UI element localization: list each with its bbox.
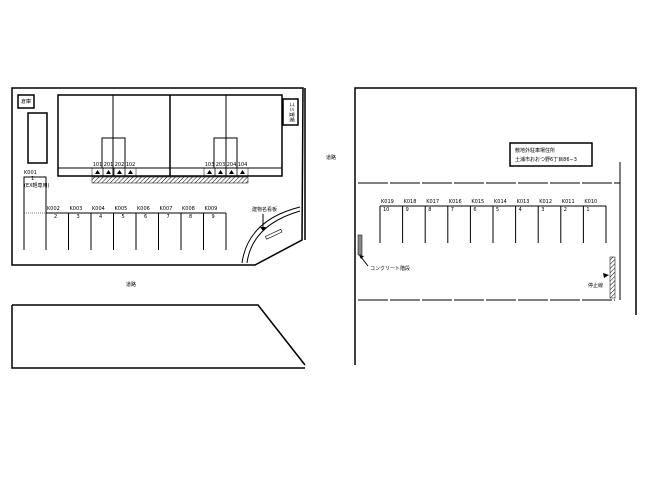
spot-id: K019 [381,199,394,205]
parking-spot-k006: K006 6 [137,206,150,220]
room-number: 201 [104,162,114,168]
spot-id: K012 [539,199,552,205]
spot-number: 5 [496,207,499,213]
spot-id: K006 [137,206,150,212]
spot-number: 5 [122,214,125,220]
spot-number: 4 [519,207,522,213]
storage-label: 倉庫 [21,98,31,105]
room-number: 101 [93,162,103,168]
room-number: 104 [238,162,248,168]
spot-number: 3 [77,214,80,220]
parking-spot-k007: K007 7 [160,206,173,220]
spot-number: 9 [406,207,409,213]
room-number: 202 [115,162,125,168]
spot-id: K005 [115,206,128,212]
parking-spot-k005: K005 5 [115,206,128,220]
spot-id: K016 [449,199,462,205]
parking-spot-k002: K002 2 [47,206,60,220]
room-number: 203 [216,162,226,168]
sign-label: 建物名看板 [252,206,277,213]
spot-number: 9 [212,214,215,220]
offsite-title: 敷地外駐車場住所 [515,147,555,154]
room-entrance [124,167,137,177]
room-number: 102 [126,162,136,168]
parking-spot-k008: K008 8 [182,206,195,220]
parking-spot-k015: K015 6 [471,199,484,213]
parking-spot-k003: K003 3 [70,206,83,220]
parking-spot-k010: K010 1 [584,199,597,213]
parking-spot-k014: K014 5 [494,199,507,213]
spot-number: 1 [31,176,34,182]
concrete-step [357,234,363,256]
arrow-icon [603,273,609,278]
arrow-icon [359,255,364,259]
entrance-triangle-icon [117,170,122,174]
arrow-icon [260,227,266,231]
entrance-triangle-icon [240,170,245,174]
spot-id: K013 [517,199,530,205]
spot-id: K004 [92,206,105,212]
entrance-triangle-icon [218,170,223,174]
storage-box [17,94,35,109]
road-label: 道路 [126,281,136,288]
parking-spot-k018: K018 9 [404,199,417,213]
room-entrance [236,167,249,177]
offsite-address-box [509,142,593,167]
parking-spot-k004: K004 4 [92,206,105,220]
lower-road-edge [11,304,306,369]
spot-id: K014 [494,199,507,205]
spot-number: 1 [586,207,589,213]
spot-number: 3 [541,207,544,213]
spot-note: (EX軽専用) [24,182,50,189]
spot-number: 2 [564,207,567,213]
stop-line [609,256,616,299]
parking-spot-k013: K013 4 [517,199,530,213]
entrance-triangle-icon [95,170,100,174]
entrance-triangle-icon [106,170,111,174]
spot-id: K001 [24,170,37,176]
spot-id: K003 [70,206,83,212]
spot-id: K018 [404,199,417,205]
garbage-label: ゴミ置場 [288,102,295,122]
parking-spot-k019: K019 10 [381,199,394,213]
offsite-address: 土浦市おおつ野6丁目86−3 [515,156,577,163]
parking-spot-k017: K017 8 [426,199,439,213]
spot-id: K007 [160,206,173,212]
parking-spot-k016: K016 7 [449,199,462,213]
building-sign [264,228,283,240]
spot-id: K011 [562,199,575,205]
spot-id: K010 [584,199,597,205]
road-label: 道路 [326,154,336,161]
spot-number: 8 [428,207,431,213]
spot-number: 6 [144,214,147,220]
entrance-triangle-icon [229,170,234,174]
room-number: 204 [227,162,237,168]
spot-number: 2 [54,214,57,220]
parking-spot-k009: K009 9 [205,206,218,220]
spot-id: K015 [471,199,484,205]
entrance-triangle-icon [128,170,133,174]
spot-number: 4 [99,214,102,220]
spot-number: 8 [189,214,192,220]
entrance-triangle-icon [207,170,212,174]
concrete-step-label: コンクリート階段 [370,265,410,272]
spot-id: K009 [205,206,218,212]
curb-curve [241,206,301,264]
offsite-boundary [354,87,637,365]
spot-number: 10 [383,207,389,213]
spot-number: 6 [473,207,476,213]
spot-number: 7 [451,207,454,213]
room-number: 103 [205,162,215,168]
stop-line-label: 停止線 [588,282,603,289]
spot-id: K008 [182,206,195,212]
spot-id: K002 [47,206,60,212]
parking-spot-k012: K012 3 [539,199,552,213]
spot-id: K017 [426,199,439,205]
side-structure [27,112,48,164]
parking-spot-k011: K011 2 [562,199,575,213]
hatched-walkway [91,176,249,184]
garbage-box [282,98,299,126]
spot-number: 7 [167,214,170,220]
